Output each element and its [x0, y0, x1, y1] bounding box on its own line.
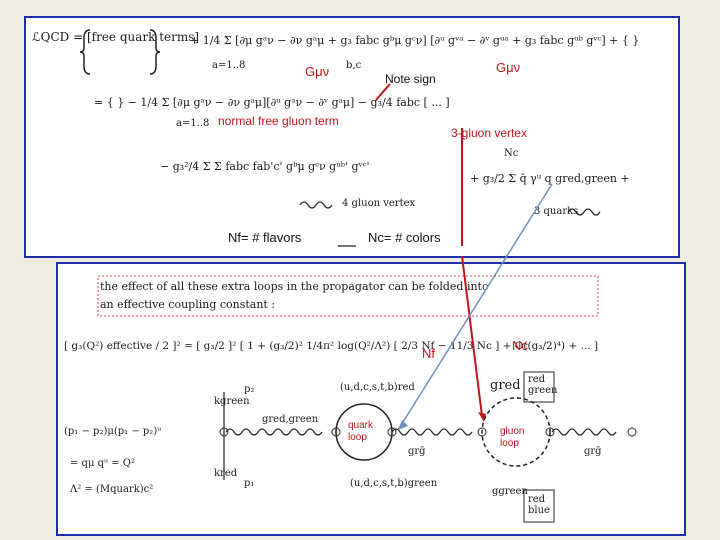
g-rg: grḡ	[408, 446, 426, 457]
quark-loop-circle	[335, 403, 393, 461]
left-relation-1: (p₁ − p₂)μ(p₁ − p₂)ᵘ	[64, 426, 162, 437]
quark-flavors-top: (u,d,c,s,t,b)red	[340, 382, 415, 393]
bottom-panel	[56, 262, 686, 536]
red-blue-box-outline	[523, 489, 555, 523]
note-sign-arrow	[375, 83, 391, 101]
three-quarks-label: 3 quarks	[534, 206, 579, 217]
nf-in-formula: Nf	[422, 346, 435, 361]
lqcd-equation: ℒQCD = [free quark terms]	[32, 30, 200, 44]
quark-loop-label: quark loop	[348, 420, 374, 443]
lagrangian-gauge-term: + 1/4 Σ [∂μ gᵃν − ∂ν gᵃμ + g₃ fabc gᵇμ g…	[190, 34, 640, 47]
nc-red-line	[461, 255, 483, 417]
vertex-2	[331, 427, 341, 437]
four-gluon-wavy	[299, 201, 333, 209]
free-gluon-expansion: = { } − 1/4 Σ [∂μ gᵃν − ∂ν gᵃμ][∂ᵘ gᵃν −…	[94, 96, 450, 109]
g-munu-right: Gμν	[496, 60, 521, 75]
vertex-3	[387, 427, 397, 437]
g-rg-right: grḡ	[584, 446, 602, 457]
brace-right-top	[149, 29, 161, 75]
gluon-line-right	[551, 428, 617, 436]
normal-free-gluon-term: normal free gluon term	[218, 114, 339, 128]
g-green: ggreen	[492, 486, 528, 497]
caption-line-1: the effect of all these extra loops in t…	[100, 280, 489, 293]
three-gluon-vertex: 3-gluon vertex	[451, 126, 528, 140]
red-blue-box: red blue	[528, 494, 550, 516]
caption-line-2: an effective coupling constant :	[100, 298, 276, 311]
g-red-green: gred,green	[262, 414, 319, 425]
quark-gluon-wavy	[567, 208, 601, 216]
caption-box	[97, 275, 599, 317]
k-red: kred	[214, 468, 238, 479]
left-relation-3: Λ² = (Mquark)c²	[70, 484, 154, 495]
g-red: gred	[490, 378, 521, 393]
red-green-box-outline	[523, 371, 555, 403]
quark-flavors-bottom: (u,d,c,s,t,b)green	[350, 478, 438, 489]
gluon-loop-label: gluon loop	[500, 426, 525, 449]
quark-gluon-term: + g₃/2 Σ q̄ γᵘ q gred,green +	[470, 172, 630, 185]
p2-label: p₂	[244, 384, 255, 395]
left-relation-2: = qμ qᵘ = Q²	[70, 458, 135, 469]
quark-vertex-line	[397, 183, 553, 431]
sum-index-a-2: a=1..8	[176, 118, 210, 129]
nf-flavors-label: Nf= # flavors	[228, 230, 302, 245]
four-gluon-term: − g₃²/4 Σ Σ fabc fab'c' gᵇμ gᶜν gᵘᵇ' gᵛᶜ…	[160, 160, 370, 173]
quark-vertex-arrowhead	[398, 420, 408, 430]
gluon-loop-circle	[481, 397, 551, 467]
p1-label: p₁	[244, 478, 255, 489]
gluon-line-middle	[391, 428, 473, 436]
gluon-line-left	[225, 428, 323, 436]
red-green-box: red green	[528, 374, 558, 396]
nc-in-formula: Nc	[512, 338, 528, 353]
vertex-5	[545, 427, 555, 437]
effective-coupling-formula: [ g₃(Q²) effective / 2 ]² = [ g₃/2 ]² [ …	[64, 340, 599, 352]
nc-sum-limit: Nc	[504, 148, 519, 159]
sum-index-bc: b,c	[346, 60, 362, 71]
vertex-4	[477, 427, 487, 437]
g-munu-left: Gμν	[305, 64, 330, 79]
note-sign: Note sign	[385, 72, 436, 86]
vertex-6	[627, 427, 637, 437]
brace-left-top	[79, 29, 91, 75]
nc-colors-label: Nc= # colors	[368, 230, 441, 245]
top-panel	[24, 16, 680, 258]
k-green: kgreen	[214, 396, 250, 407]
sum-index-a: a=1..8	[212, 60, 246, 71]
four-gluon-vertex-label: 4 gluon vertex	[342, 198, 416, 209]
